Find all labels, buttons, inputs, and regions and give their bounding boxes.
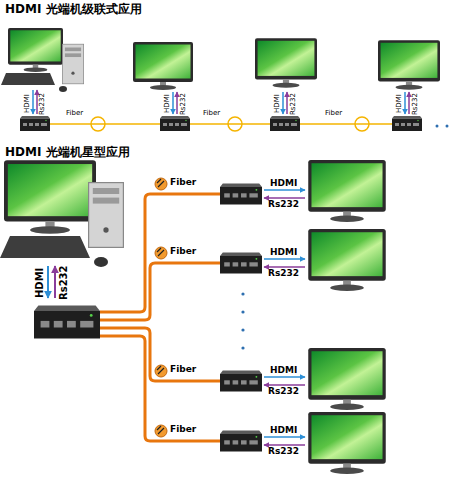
hdmi-arrow <box>282 92 284 114</box>
fiber-icon-disc <box>155 425 167 437</box>
continuation-dot <box>436 125 439 128</box>
monitor <box>308 229 386 291</box>
fiber-label: Fiber <box>170 425 196 434</box>
signal-label: Rs232 <box>268 387 299 396</box>
hdmi-arrow <box>264 436 305 438</box>
continuation-dot <box>446 125 449 128</box>
signal-label: Rs232 <box>290 93 297 115</box>
continuation-dot <box>241 310 244 313</box>
fiber-transmitter <box>34 306 100 339</box>
fiber-receiver <box>220 431 262 452</box>
rs232-arrow <box>264 266 305 268</box>
continuation-dot <box>241 292 244 295</box>
fiber-receiver <box>160 116 190 131</box>
signal-label: HDMI <box>24 94 31 113</box>
monitor <box>308 160 386 222</box>
fiber-receiver <box>220 253 262 274</box>
fiber-icon <box>155 425 167 437</box>
fiber-icon-disc <box>155 365 167 377</box>
fiber-receiver <box>220 184 262 205</box>
rs232-arrow <box>54 266 56 298</box>
signal-label: Rs232 <box>180 93 187 115</box>
signal-label: HDMI <box>270 248 297 257</box>
rs232-arrow <box>286 92 288 114</box>
fiber-icon-disc <box>155 178 167 190</box>
pc-tower <box>62 44 83 84</box>
section-title: HDMI 光端机级联式应用 <box>5 3 142 15</box>
fiber-coil <box>355 117 369 131</box>
fiber-coil <box>91 117 105 131</box>
fiber-icon-disc <box>155 247 167 259</box>
fiber-label: Fiber <box>170 178 196 187</box>
hdmi-arrow <box>172 92 174 114</box>
fiber-receiver <box>270 116 300 131</box>
section-title: HDMI 光端机星型应用 <box>5 146 130 158</box>
hdmi-arrow <box>264 189 305 191</box>
pc-tower <box>89 183 124 248</box>
monitor <box>308 348 386 410</box>
fiber-label: Fiber <box>203 110 220 117</box>
fiber-line <box>50 123 392 125</box>
signal-label: HDMI <box>164 94 171 113</box>
fiber-icon-mark <box>157 179 164 187</box>
fiber-label: Fiber <box>170 365 196 374</box>
signal-label: Rs232 <box>268 200 299 209</box>
monitor <box>378 40 440 90</box>
fiber-label: Fiber <box>325 110 342 117</box>
rs232-arrow <box>264 444 305 446</box>
continuation-dot <box>241 328 244 331</box>
signal-label: Rs232 <box>39 93 46 115</box>
rs232-arrow <box>36 90 38 114</box>
fiber-line <box>100 263 220 320</box>
signal-label: HDMI <box>270 366 297 375</box>
fiber-receiver <box>392 116 422 131</box>
monitor <box>308 412 386 474</box>
hdmi-arrow <box>32 90 34 114</box>
monitor <box>4 160 96 234</box>
fiber-label: Fiber <box>170 247 196 256</box>
signal-label: Rs232 <box>268 269 299 278</box>
signal-label: HDMI <box>270 179 297 188</box>
monitor <box>255 38 317 88</box>
monitor <box>133 42 193 90</box>
fiber-icon-mark <box>157 248 164 256</box>
hdmi-arrow <box>264 258 305 260</box>
fiber-line <box>100 336 220 441</box>
signal-label: HDMI <box>396 94 403 113</box>
hdmi-arrow <box>264 376 305 378</box>
fiber-receiver <box>220 371 262 392</box>
signal-label: HDMI <box>35 268 45 298</box>
keyboard <box>1 73 55 85</box>
rs232-arrow <box>264 197 305 199</box>
fiber-icon <box>155 247 167 259</box>
fiber-label: Fiber <box>66 110 83 117</box>
keyboard <box>0 236 90 258</box>
signal-label: Rs232 <box>59 265 69 300</box>
mouse <box>94 257 108 267</box>
rs232-arrow <box>408 92 410 114</box>
mouse <box>59 86 67 92</box>
signal-label: HDMI <box>270 426 297 435</box>
signal-label: HDMI <box>274 94 281 113</box>
fiber-coil <box>228 117 242 131</box>
fiber-line <box>100 194 220 312</box>
fiber-transmitter <box>20 116 50 131</box>
continuation-dot <box>241 346 244 349</box>
hdmi-arrow <box>47 266 49 298</box>
fiber-icon <box>155 178 167 190</box>
fiber-icon-mark <box>157 426 164 434</box>
hdmi-arrow <box>404 92 406 114</box>
signal-label: Rs232 <box>268 447 299 456</box>
rs232-arrow <box>176 92 178 114</box>
fiber-icon <box>155 365 167 377</box>
monitor <box>8 28 63 72</box>
fiber-icon-mark <box>157 366 164 374</box>
signal-label: Rs232 <box>412 93 419 115</box>
rs232-arrow <box>264 384 305 386</box>
